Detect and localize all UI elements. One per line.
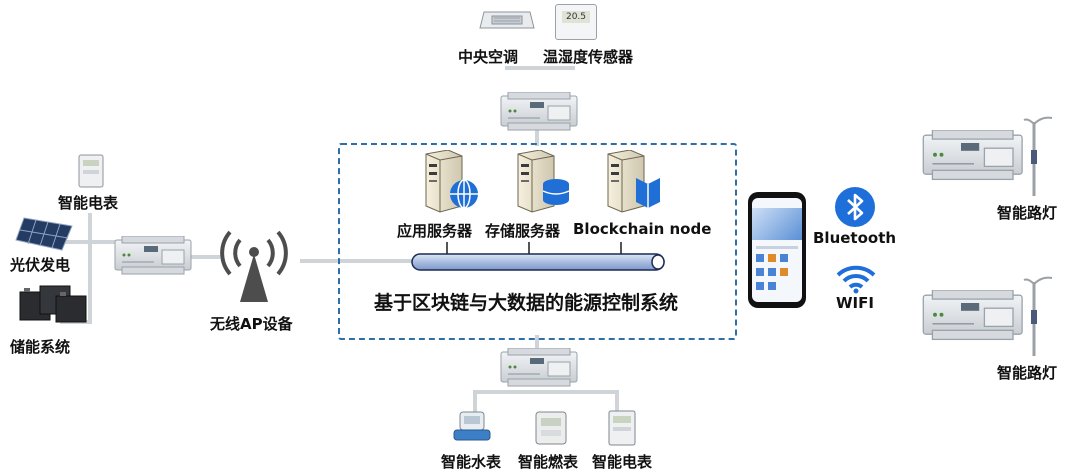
label-smart-streetlight-top: 智能路灯 <box>997 204 1058 222</box>
label-central-ac: 中央空调 <box>458 48 519 66</box>
electric-meter-icon <box>608 410 636 446</box>
connector-top <box>535 128 539 146</box>
water-meter-icon <box>453 411 491 441</box>
label-smart-streetlight-bottom: 智能路灯 <box>997 364 1058 382</box>
label-energy-storage: 储能系统 <box>10 338 71 356</box>
controller-bottom <box>500 348 578 387</box>
system-title: 基于区块链与大数据的能源控制系统 <box>374 292 679 314</box>
humidity-sensor-icon: 20.5 <box>555 4 597 40</box>
central-ac-icon <box>479 11 535 29</box>
smartphone <box>748 192 806 308</box>
server-stem-3 <box>620 242 622 256</box>
label-smart-water-meter: 智能水表 <box>441 453 502 471</box>
label-smart-electric-meter-bottom: 智能电表 <box>592 453 653 471</box>
server-stem-1 <box>446 242 448 256</box>
wireless-ap-icon <box>220 230 288 302</box>
smart-meter-icon <box>78 154 104 188</box>
connector-left-to-ap <box>190 255 220 259</box>
data-bus-pipe <box>411 253 665 271</box>
controller-right-bottom <box>922 290 1023 341</box>
sensor-reading: 20.5 <box>562 11 590 23</box>
connector-top-branch <box>505 66 575 70</box>
label-wifi: WIFI <box>836 294 874 312</box>
blockchain-node-icon <box>607 150 660 213</box>
label-humidity-sensor: 温湿度传感器 <box>543 48 634 66</box>
connector-bottom-drop-1 <box>473 390 477 412</box>
label-wireless-ap: 无线AP设备 <box>210 315 293 333</box>
street-light-icon-bottom <box>1023 276 1053 356</box>
smartphone-screen <box>752 198 802 302</box>
controller-left <box>114 236 192 275</box>
server-stem-2 <box>528 242 530 256</box>
battery-storage-icon <box>19 285 87 323</box>
system-frame <box>338 143 737 340</box>
storage-server-icon <box>517 150 570 213</box>
controller-top <box>500 92 578 131</box>
gas-meter-icon <box>535 411 567 445</box>
connector-bottom-branch <box>473 390 619 394</box>
wifi-icon <box>836 265 876 294</box>
connector-left-vertical <box>88 213 92 323</box>
connector-bottom-drop-3 <box>615 390 619 412</box>
label-smart-meter-left: 智能电表 <box>58 194 119 212</box>
label-solar-power: 光伏发电 <box>10 256 71 274</box>
controller-right-top <box>922 130 1023 181</box>
bluetooth-icon <box>835 187 875 227</box>
connector-ap-to-frame <box>300 259 412 263</box>
label-bluetooth: Bluetooth <box>813 229 897 247</box>
label-blockchain-node: Blockchain node <box>573 220 712 238</box>
label-app-server: 应用服务器 <box>397 222 473 240</box>
street-light-icon-top <box>1023 116 1053 196</box>
app-server-icon <box>425 150 478 213</box>
connector-left-top <box>60 240 120 244</box>
label-storage-server: 存储服务器 <box>485 222 561 240</box>
solar-panel-icon <box>15 217 73 251</box>
connector-bottom <box>535 335 539 355</box>
label-smart-gas-meter: 智能燃表 <box>518 453 579 471</box>
